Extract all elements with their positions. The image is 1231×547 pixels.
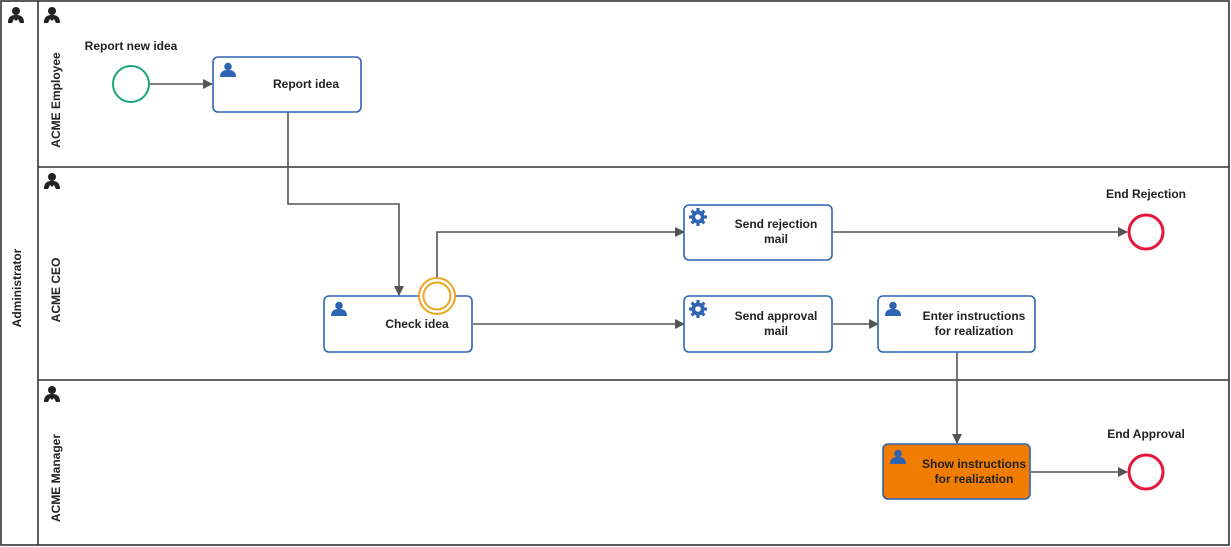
end-event-rejection[interactable] [1127, 213, 1165, 251]
lane-ceo: ACME CEO [44, 173, 63, 322]
lane-label: ACME Employee [49, 52, 63, 148]
sequence-flows [150, 79, 1128, 477]
end-approval-label: End Approval [1107, 427, 1185, 441]
task-label: Report idea [273, 77, 339, 91]
lane-label: ACME CEO [49, 258, 63, 323]
lane-manager: ACME Manager [44, 386, 63, 522]
gear-icon [689, 208, 707, 226]
task-label-line1: Show instructions [922, 457, 1026, 471]
task-label-line1: Send approval [735, 309, 818, 323]
gear-icon [689, 300, 707, 318]
boundary-timer-event[interactable] [418, 277, 456, 315]
task-label-line2: for realization [935, 324, 1014, 338]
task-label-line2: for realization [935, 472, 1014, 486]
end-event-approval[interactable] [1127, 453, 1165, 491]
task-enter-instructions[interactable]: Enter instructions for realization [877, 295, 1036, 353]
task-show-instructions[interactable]: Show instructions for realization [882, 443, 1031, 500]
task-label: Check idea [385, 317, 449, 331]
task-label-line2: mail [764, 324, 788, 338]
lane-label: ACME Manager [49, 434, 63, 522]
task-label-line1: Enter instructions [923, 309, 1026, 323]
task-label-line2: mail [764, 232, 788, 246]
pool-label: Administrator [10, 248, 24, 327]
start-event-label: Report new idea [85, 39, 178, 53]
task-report-idea[interactable]: Report idea [212, 56, 362, 113]
task-send-rejection-mail[interactable]: Send rejection mail [683, 204, 833, 261]
task-label-line1: Send rejection [735, 217, 818, 231]
end-rejection-label: End Rejection [1106, 187, 1186, 201]
task-send-approval-mail[interactable]: Send approval mail [683, 295, 833, 353]
flow-report-to-check [287, 112, 404, 296]
lane-employee: ACME Employee [44, 7, 63, 148]
start-event[interactable] [112, 65, 150, 103]
flow-boundary-to-rejection [436, 227, 685, 277]
